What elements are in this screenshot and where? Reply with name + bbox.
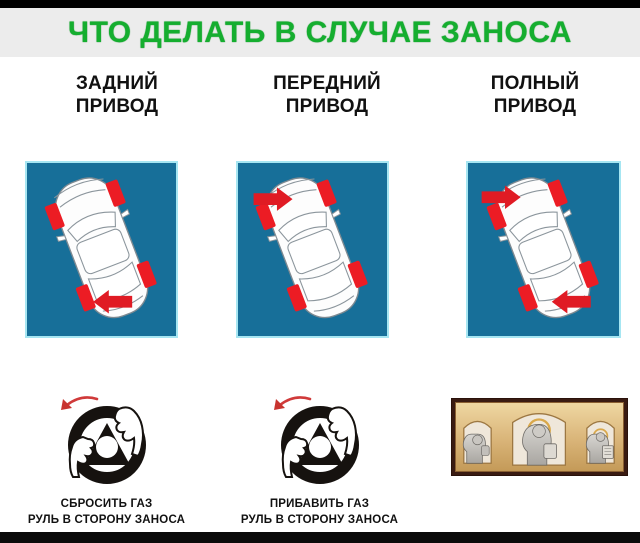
rear-left-arrow-icon xyxy=(93,290,133,314)
advice-cell-rear-wheel-drive: СБРОСИТЬ ГАЗ РУЛЬ В СТОРОНУ ЗАНОСА xyxy=(0,385,213,535)
top-black-bar xyxy=(0,0,640,8)
header-line-2: ПРИВОД xyxy=(493,96,577,118)
column-headers: ЗАДНИЙ ПРИВОД ПЕРЕДНИЙ ПРИВОД ПОЛНЫЙ ПРИ… xyxy=(0,72,640,134)
right-hand-icon xyxy=(326,406,357,458)
caption-line-2: РУЛЬ В СТОРОНУ ЗАНОСА xyxy=(27,513,186,526)
steering-wheel-illustration xyxy=(260,389,380,493)
rear-left-arrow-icon xyxy=(551,290,591,314)
left-hand-icon xyxy=(68,435,95,478)
header-line-1: ПЕРЕДНИЙ xyxy=(273,73,381,94)
steering-wheel-icon xyxy=(60,396,146,484)
advice-cell-front-wheel-drive: ПРИБАВИТЬ ГАЗ РУЛЬ В СТОРОНУ ЗАНОСА xyxy=(213,385,426,535)
title-band: ЧТО ДЕЛАТЬ В СЛУЧАЕ ЗАНОСА xyxy=(0,8,640,57)
rotation-arrow-icon xyxy=(60,396,98,410)
advice-caption-front-wheel-drive: ПРИБАВИТЬ ГАЗ РУЛЬ В СТОРОНУ ЗАНОСА xyxy=(213,497,426,528)
diagram-panel-rear-wheel-drive xyxy=(25,161,178,338)
car-diagram-all-wheel-drive xyxy=(468,163,619,336)
column-header-front-wheel-drive: ПЕРЕДНИЙ ПРИВОД xyxy=(222,72,432,118)
triptych-panel-center xyxy=(512,413,567,466)
bottom-black-bar xyxy=(0,532,640,543)
triptych-inner xyxy=(455,402,624,472)
caption-line-1: ПРИБАВИТЬ ГАЗ xyxy=(269,498,370,510)
front-right-arrow-icon xyxy=(253,187,293,211)
car-top-view-icon xyxy=(44,177,157,319)
advice-caption-rear-wheel-drive: СБРОСИТЬ ГАЗ РУЛЬ В СТОРОНУ ЗАНОСА xyxy=(0,497,213,528)
rotation-arrow-icon xyxy=(273,396,311,410)
diagram-panel-all-wheel-drive xyxy=(466,161,621,338)
triptych-figures-icon xyxy=(456,403,623,471)
steering-wheel-icon xyxy=(273,396,359,484)
car-top-view-icon xyxy=(253,177,368,319)
triptych-panel-left xyxy=(462,420,492,464)
car-top-view-icon xyxy=(481,177,599,319)
diagram-panel-front-wheel-drive xyxy=(236,161,389,338)
advice-row: СБРОСИТЬ ГАЗ РУЛЬ В СТОРОНУ ЗАНОСА xyxy=(0,385,640,535)
column-header-rear-wheel-drive: ЗАДНИЙ ПРИВОД xyxy=(12,72,222,118)
header-line-1: ПОЛНЫЙ xyxy=(490,73,580,94)
right-hand-icon xyxy=(113,406,144,458)
page-title: ЧТО ДЕЛАТЬ В СЛУЧАЕ ЗАНОСА xyxy=(68,15,572,49)
caption-line-2: РУЛЬ В СТОРОНУ ЗАНОСА xyxy=(240,513,399,526)
header-line-2: ПРИВОД xyxy=(75,96,159,118)
car-diagram-front-wheel-drive xyxy=(238,163,387,336)
header-line-2: ПРИВОД xyxy=(285,96,369,118)
orthodox-triptych-icon xyxy=(451,398,628,476)
header-line-1: ЗАДНИЙ xyxy=(75,73,159,94)
advice-cell-all-wheel-drive xyxy=(426,385,639,535)
column-header-all-wheel-drive: ПОЛНЫЙ ПРИВОД xyxy=(430,72,640,118)
left-hand-icon xyxy=(281,435,308,478)
car-diagram-rear-wheel-drive xyxy=(27,163,176,336)
caption-line-1: СБРОСИТЬ ГАЗ xyxy=(60,498,153,510)
triptych-panel-right xyxy=(585,420,615,464)
steering-wheel-illustration xyxy=(47,389,167,493)
front-right-arrow-icon xyxy=(481,185,521,209)
